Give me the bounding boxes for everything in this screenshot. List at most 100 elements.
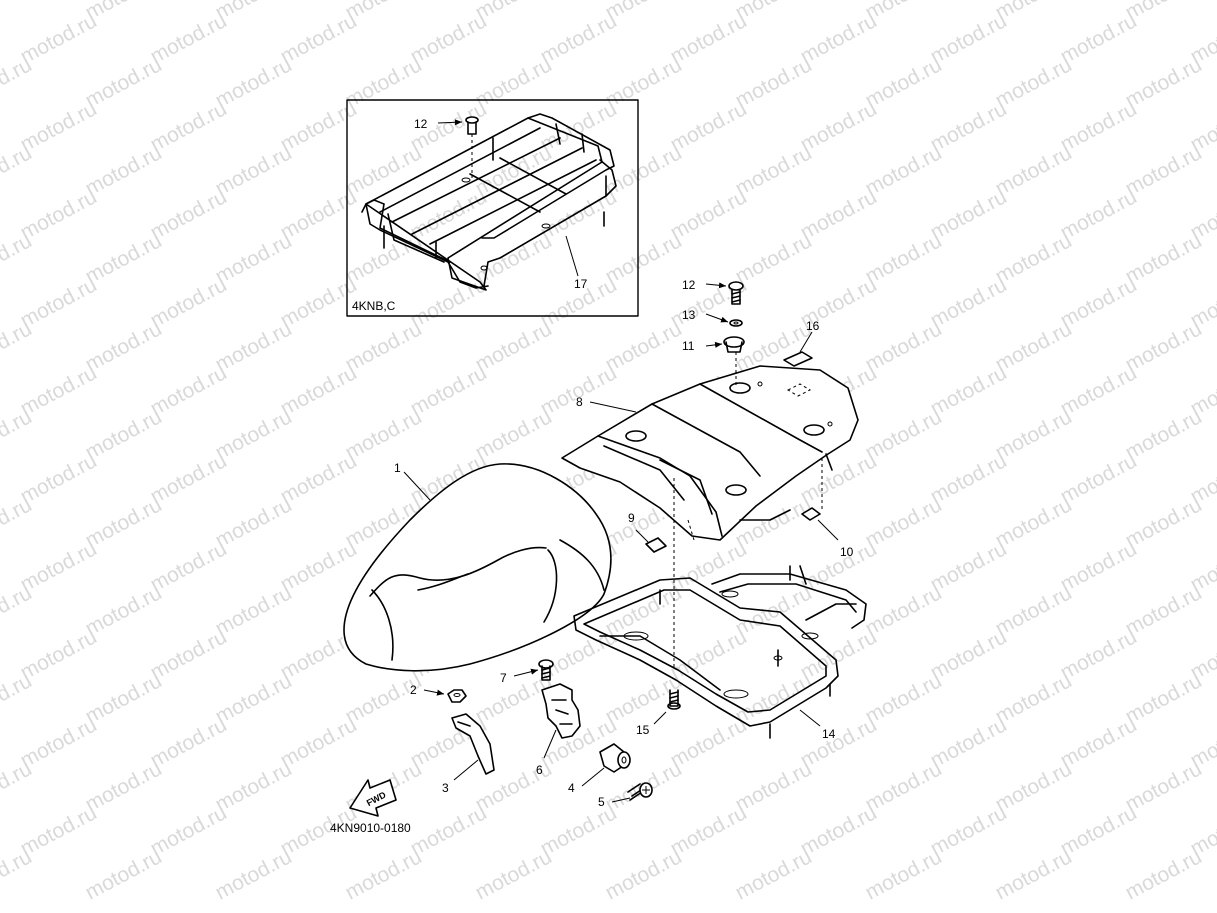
watermark-text: motod.ru (277, 537, 361, 596)
watermark-text: motod.ru (277, 713, 361, 772)
watermark-text: motod.ru (927, 361, 1011, 420)
watermark-text: motod.ru (732, 757, 816, 816)
watermark-text: motod.ru (472, 405, 556, 464)
watermark-text: motod.ru (17, 537, 101, 596)
callout-leaders (403, 282, 839, 803)
diagram-code: 4KN9010-0180 (330, 821, 411, 835)
watermark-text: motod.ru (992, 845, 1076, 904)
label-part-16 (783, 331, 813, 397)
watermark-text: motod.ru (1122, 53, 1206, 112)
watermark-text: motod.ru (537, 361, 621, 420)
bolt-12-inset (465, 116, 479, 178)
watermark-text: motod.ru (992, 317, 1076, 376)
watermark-text: motod.ru (17, 273, 101, 332)
watermark-text: motod.ru (1122, 757, 1206, 816)
forward-direction-arrow: FWD (349, 779, 397, 817)
watermark-text: motod.ru (17, 625, 101, 684)
watermark-text: motod.ru (147, 801, 231, 860)
watermark-text: motod.ru (862, 141, 946, 200)
watermark-text: motod.ru (17, 97, 101, 156)
watermark-text: motod.ru (17, 9, 101, 68)
watermark-text: motod.ru (992, 141, 1076, 200)
watermark-text: motod.ru (1122, 141, 1206, 200)
watermark-text: motod.ru (212, 581, 296, 640)
watermark-text: motod.ru (147, 273, 231, 332)
watermark-text: motod.ru (407, 9, 491, 68)
watermark-text: motod.ru (82, 405, 166, 464)
bolt-part-7 (538, 659, 554, 681)
watermark-text: motod.ru (602, 229, 686, 288)
watermark-text: motod.ru (277, 449, 361, 508)
watermark-text: motod.ru (537, 801, 621, 860)
bolt-12-main (728, 281, 744, 305)
watermark-text: motod.ru (927, 273, 1011, 332)
watermark-text: motod.ru (407, 361, 491, 420)
watermark-text: motod.ru (82, 757, 166, 816)
callout-4: 4 (568, 781, 575, 795)
watermark-text: motod.ru (17, 801, 101, 860)
clip-part-10 (801, 458, 823, 521)
watermark-text: motod.ru (82, 229, 166, 288)
seat-lock-part-6 (541, 683, 581, 739)
watermark-text: motod.ru (537, 9, 621, 68)
watermark-text: motod.ru (212, 405, 296, 464)
watermark-text: motod.ru (797, 185, 881, 244)
watermark-text: motod.ru (667, 713, 751, 772)
watermark-text: motod.ru (927, 185, 1011, 244)
watermark-text: motod.ru (147, 361, 231, 420)
watermark-text: motod.ru (862, 317, 946, 376)
callout-5: 5 (598, 795, 605, 809)
watermark-text: motod.ru (82, 581, 166, 640)
watermark-text: motod.ru (1122, 229, 1206, 288)
watermark-text: motod.ru (667, 97, 751, 156)
callout-8: 8 (576, 395, 583, 409)
watermark-text: motod.ru (992, 581, 1076, 640)
callout-12-main: 12 (682, 278, 696, 292)
bolt-part-15 (667, 689, 681, 710)
watermark-text: motod.ru (862, 53, 946, 112)
watermark-text: motod.ru (277, 361, 361, 420)
watermark-text: motod.ru (17, 449, 101, 508)
watermark-text: motod.ru (732, 229, 816, 288)
watermark-text: motod.ru (1122, 405, 1206, 464)
watermark-text: motod.ru (212, 757, 296, 816)
watermark-text: motod.ru (342, 669, 426, 728)
watermark-text: motod.ru (667, 625, 751, 684)
callout-15: 15 (636, 723, 650, 737)
watermark-text: motod.ru (862, 493, 946, 552)
callout-10: 10 (840, 545, 854, 559)
callout-14: 14 (822, 727, 836, 741)
watermark-text: motod.ru (1057, 537, 1141, 596)
watermark-text: motod.ru (992, 669, 1076, 728)
watermark-text: motod.ru (82, 317, 166, 376)
watermark-text: motod.ru (602, 53, 686, 112)
watermark-text: motod.ru (797, 801, 881, 860)
callout-1: 1 (394, 461, 401, 475)
watermark-text: motod.ru (212, 493, 296, 552)
grab-bar-part-14 (573, 565, 867, 739)
lock-cylinder-part-4 (599, 743, 631, 773)
watermark-text: motod.ru (407, 273, 491, 332)
watermark-text: motod.ru (147, 9, 231, 68)
callout-3: 3 (442, 781, 449, 795)
watermark-text: motod.ru (212, 317, 296, 376)
callout-13: 13 (682, 308, 696, 322)
watermark-text: motod.ru (212, 53, 296, 112)
screw-part-5 (627, 782, 653, 801)
watermark-text: motod.ru (82, 669, 166, 728)
watermark-text: motod.ru (667, 801, 751, 860)
watermark-text: motod.ru (797, 713, 881, 772)
watermark-text: motod.ru (407, 801, 491, 860)
watermark-text: motod.ru (82, 493, 166, 552)
watermark-text: motod.ru (1057, 273, 1141, 332)
watermark-text: motod.ru (342, 317, 426, 376)
watermark-text: motod.ru (277, 185, 361, 244)
watermark-text: motod.ru (862, 229, 946, 288)
watermark-text: motod.ru (82, 53, 166, 112)
carrier-rack-illustration (361, 113, 617, 291)
watermark-text: motod.ru (1057, 801, 1141, 860)
watermark-text: motod.ru (0, 0, 36, 24)
watermark-text: motod.ru (147, 713, 231, 772)
watermark-text: motod.ru (472, 141, 556, 200)
